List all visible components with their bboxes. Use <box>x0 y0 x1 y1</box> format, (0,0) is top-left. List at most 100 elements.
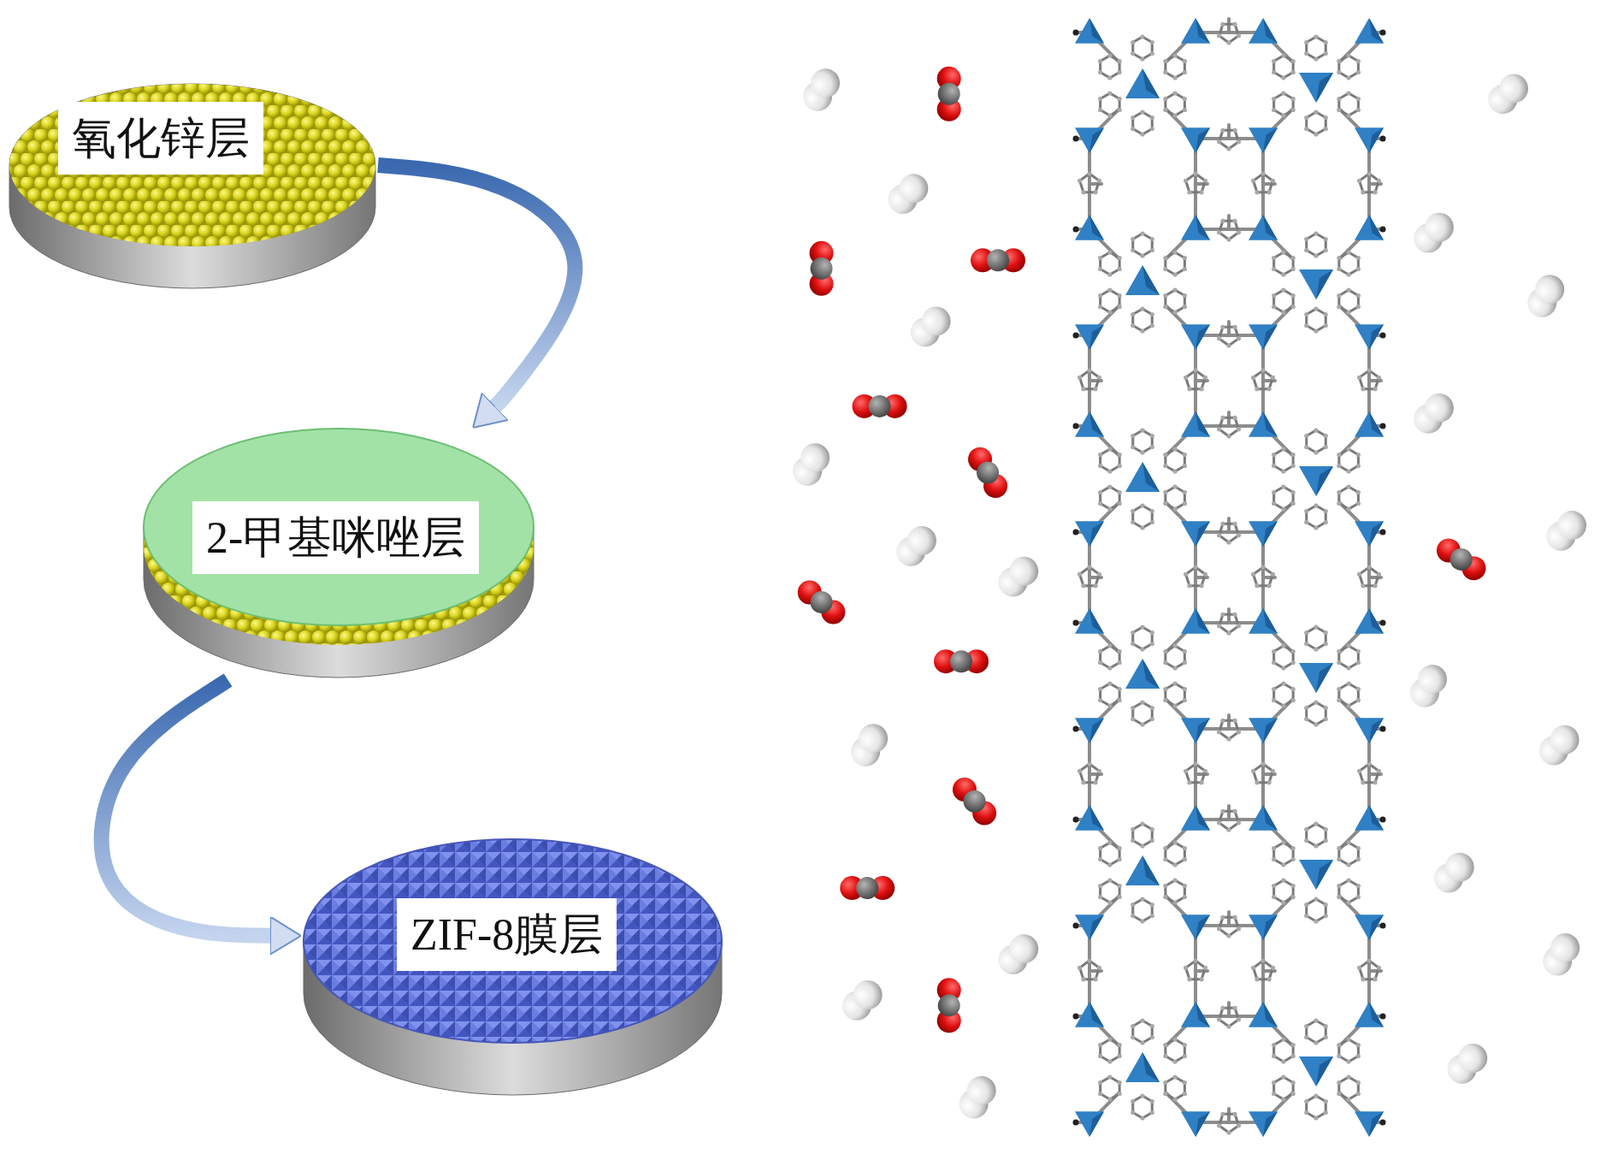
ring-atom <box>1323 323 1329 328</box>
ring-atom <box>1336 1053 1341 1058</box>
imidazole-ring <box>1100 1039 1121 1062</box>
ring-atom <box>1270 375 1276 380</box>
ring-atom <box>1271 686 1276 691</box>
zn-tetrahedron <box>1074 411 1105 437</box>
ring-atom <box>1117 649 1122 654</box>
ring-atom <box>1336 856 1341 862</box>
imidazole-ring <box>1165 486 1186 509</box>
ring-atom <box>1139 646 1145 651</box>
ring-atom <box>1150 508 1155 514</box>
ring-atom <box>1357 965 1362 970</box>
ring-atom <box>1236 1122 1241 1128</box>
ring-atom <box>1098 1042 1103 1047</box>
tetra-face <box>1263 127 1278 154</box>
ring-atom <box>1203 965 1208 970</box>
ring-atom <box>1173 53 1178 58</box>
ring-atom <box>1304 236 1309 242</box>
co2-molecule <box>963 442 1012 502</box>
co2-molecule <box>937 977 962 1033</box>
zn-tetrahedron <box>1074 914 1105 940</box>
ring-atom <box>1313 109 1318 114</box>
ring-atom <box>1271 96 1276 101</box>
zn-tetrahedron <box>1074 804 1105 831</box>
ring-atom <box>1098 883 1103 888</box>
ring-atom <box>1173 249 1178 254</box>
ring-atom <box>1117 501 1122 506</box>
imidazole-ring <box>1306 898 1327 922</box>
ring-atom <box>1086 957 1092 963</box>
imidazole-ring <box>1100 55 1121 78</box>
ring-atom <box>1281 506 1286 511</box>
zn-tetrahedron <box>1298 72 1334 103</box>
ring-atom <box>1281 271 1286 277</box>
ring-atom <box>1117 1053 1122 1058</box>
imidazole-ring <box>1080 763 1100 783</box>
h-atom <box>795 437 835 478</box>
ring-atom <box>1098 1080 1103 1085</box>
tetra-face <box>1180 324 1211 350</box>
ring-atom <box>1173 702 1178 708</box>
ring-atom <box>1281 468 1286 473</box>
ring-atom <box>1346 271 1352 277</box>
edge-atom <box>1380 135 1387 142</box>
ring-atom <box>1304 705 1309 710</box>
tetra-face <box>1089 1110 1105 1137</box>
h2-molecule <box>904 300 957 353</box>
ring-atom <box>1098 894 1103 899</box>
tetra-face <box>1263 411 1278 437</box>
c-atom <box>805 586 838 619</box>
ring-atom <box>1150 40 1155 45</box>
ring-atom <box>1356 660 1361 665</box>
ring-atom <box>1117 293 1122 298</box>
ring-atom <box>1097 178 1102 184</box>
ring-atom <box>1336 894 1341 899</box>
ring-atom <box>1313 230 1318 236</box>
ring-atom <box>1173 484 1178 489</box>
ring-atom <box>1323 115 1329 120</box>
ring-atom <box>1163 255 1168 260</box>
ring-atom <box>1107 861 1112 867</box>
c-atom <box>1446 543 1477 575</box>
ring-atom <box>1139 230 1145 236</box>
ring-atom <box>1366 957 1371 963</box>
ring-atom <box>1163 649 1168 654</box>
ring-atom <box>1198 583 1204 588</box>
ring-atom <box>1130 826 1135 832</box>
ring-atom <box>1163 1091 1168 1096</box>
ring-atom <box>1360 779 1365 785</box>
tetra-face <box>1263 214 1278 241</box>
ring-atom <box>1323 433 1329 438</box>
ring-atom <box>1357 178 1362 184</box>
ring-atom <box>1150 115 1155 120</box>
ring-atom <box>1130 1034 1135 1040</box>
ring-atom <box>1173 75 1178 80</box>
ring-atom <box>1098 107 1103 113</box>
ring-atom <box>1220 521 1225 526</box>
imidazole-ring <box>1133 505 1153 528</box>
ring-atom <box>1183 572 1188 577</box>
tetra-face <box>1263 324 1278 350</box>
tetra-face <box>1125 265 1160 296</box>
imidazole-ring <box>1359 763 1380 783</box>
imidazole-ring <box>1306 308 1327 331</box>
ring-atom <box>1260 957 1265 963</box>
zn-tetrahedron <box>1248 411 1278 437</box>
linker-bond <box>1227 805 1231 820</box>
ring-atom <box>1150 705 1155 710</box>
imidazole-ring <box>1133 1095 1153 1118</box>
linker-bond <box>1227 215 1231 230</box>
ring-atom <box>1281 899 1286 904</box>
zn-tetrahedron <box>1354 127 1384 154</box>
ring-atom <box>1216 33 1222 38</box>
ring-atom <box>1281 643 1286 648</box>
tetra-face <box>1074 17 1105 44</box>
ring-atom <box>1254 583 1259 588</box>
ring-atom <box>1304 519 1309 525</box>
imidazole-layer <box>143 428 534 626</box>
ring-atom <box>1086 367 1092 372</box>
ring-atom <box>1130 40 1135 45</box>
tetra-face <box>1195 411 1211 437</box>
ring-atom <box>1182 1053 1187 1058</box>
tetra-face <box>1354 608 1384 634</box>
tetra-face <box>1142 461 1160 492</box>
